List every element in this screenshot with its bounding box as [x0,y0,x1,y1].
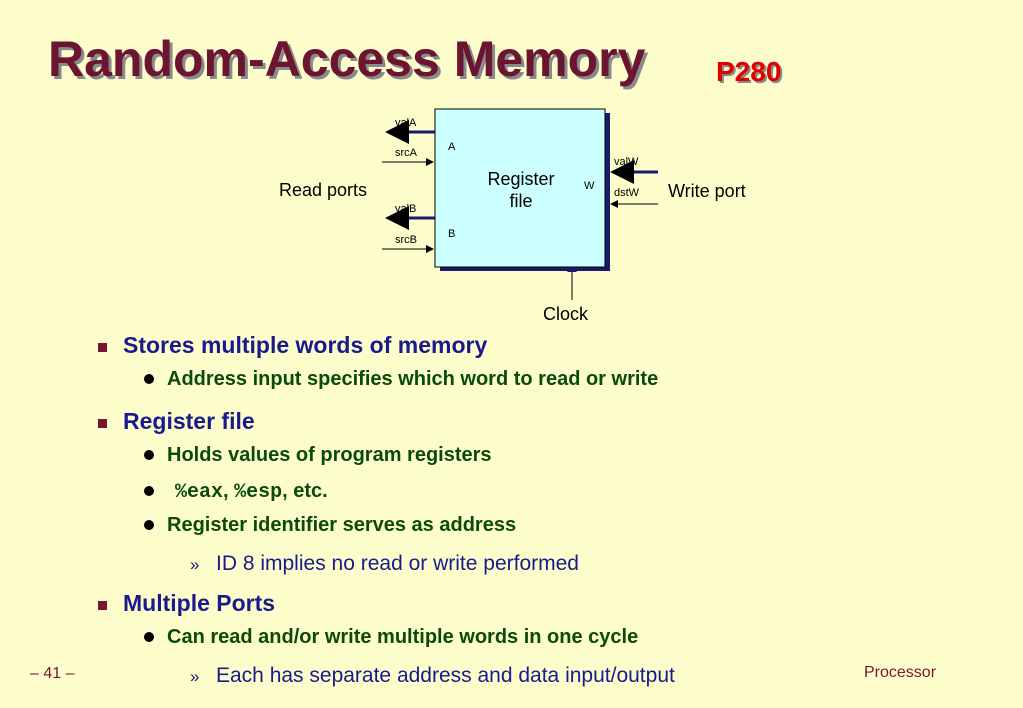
dot-bullet-icon [144,520,154,530]
clock-label: Clock [543,304,589,324]
bullet-level1: Stores multiple words of memory [123,332,488,358]
clock-triangle-icon [567,266,577,272]
write-port-label: Write port [668,181,746,201]
srcB-label: srcB [395,234,417,246]
page-reference: P280 [716,56,782,87]
valA-label: valA [395,117,417,129]
bullet-level2: Holds values of program registers [167,444,492,466]
bullet-level2-registers: %eax, %esp, etc. [175,480,328,504]
register-file-diagram: valA srcA valB srcB A B W valW dstW Regi… [0,0,1023,330]
bullet-level1: Multiple Ports [123,590,276,616]
square-bullet-icon [98,343,107,352]
port-w-label: W [584,180,595,192]
bullet-level2: Register identifier serves as address [167,514,517,536]
register-eax: %eax [175,481,224,504]
dot-bullet-icon [144,486,154,496]
valB-label: valB [395,203,417,215]
bullet-level2: Address input specifies which word to re… [167,368,659,390]
bullet-level3: ID 8 implies no read or write performed [216,552,579,575]
register-tail: , etc. [282,480,328,502]
dot-bullet-icon [144,632,154,642]
diagram-lines [382,108,658,300]
chevron-bullet-icon: » [190,555,200,574]
read-ports-label: Read ports [279,180,368,200]
register-esp: %esp [234,481,283,504]
page-number: – 41 – [30,665,75,682]
srcA-label: srcA [395,147,417,159]
section-name: Processor [864,664,937,681]
register-separator: , [223,480,235,502]
dot-bullet-icon [144,374,154,384]
bullet-level1: Register file [123,408,255,434]
bullet-level2: Can read and/or write multiple words in … [167,626,639,648]
square-bullet-icon [98,601,107,610]
register-file-name-line2: file [509,191,533,211]
register-file-block [434,108,606,268]
chevron-bullet-icon: » [190,667,200,686]
slide-title: Random-Access Memory [48,31,646,87]
square-bullet-icon [98,419,107,428]
valW-label: valW [614,156,639,168]
register-file-name: Register file [470,168,572,212]
dot-bullet-icon [144,450,154,460]
register-file-name-line1: Register [487,169,555,189]
bullet-level3: Each has separate address and data input… [216,664,675,687]
dstW-label: dstW [614,187,640,199]
port-a-label: A [448,141,456,153]
port-b-label: B [448,228,456,240]
